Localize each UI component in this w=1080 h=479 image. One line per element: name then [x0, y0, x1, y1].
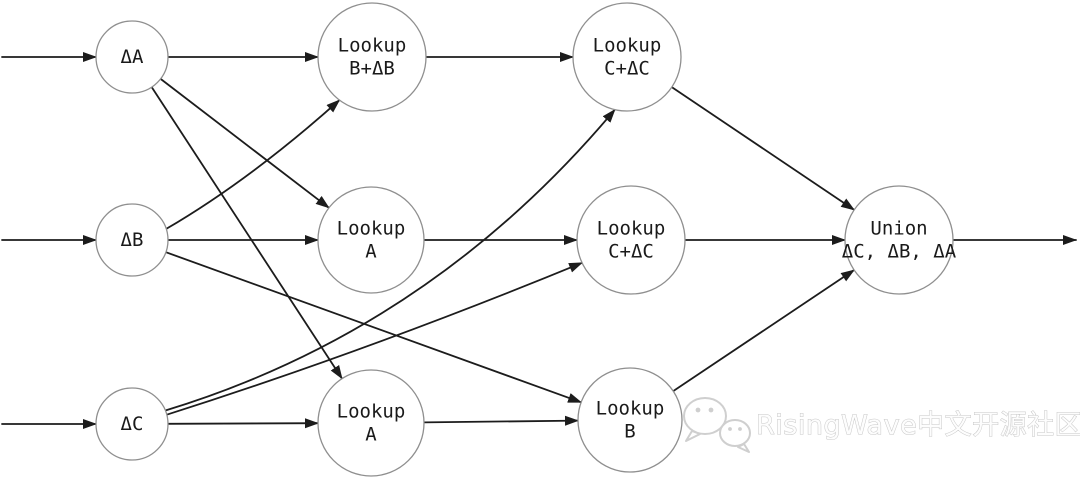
- node-circle-union: [844, 185, 954, 295]
- node-circle-dA: [95, 20, 169, 94]
- edge-lookupB3-to-union: [672, 269, 855, 392]
- node-circle-lookupA2: [317, 186, 425, 294]
- node-label-dA: ΔA: [121, 46, 144, 68]
- edge-dB-to-lookupB3: [165, 251, 583, 404]
- node-circle-dC: [95, 387, 169, 461]
- edge-dA-to-lookupA2: [159, 78, 330, 209]
- node-circle-lookupBdB: [317, 2, 427, 112]
- edge-dC-to-lookupCdC1: [164, 108, 616, 412]
- node-circle-lookupB3: [577, 367, 683, 473]
- edges-layer: [1, 52, 1077, 429]
- edge-dC-to-lookupCdC2: [165, 261, 584, 416]
- edge-dA-to-lookupA3: [150, 86, 343, 380]
- node-circle-dB: [95, 203, 169, 277]
- diagram-node-dA: ΔA: [95, 20, 169, 94]
- watermark-text: RisingWave中文开源社区: [756, 410, 1080, 441]
- node-label-dC: ΔC: [121, 413, 144, 435]
- edge-lookupCdC1-to-union: [670, 86, 856, 211]
- node-label-dB: ΔB: [121, 229, 144, 251]
- edge-dB-to-lookupBdB: [165, 99, 341, 230]
- node-circle-lookupCdC2: [576, 185, 686, 295]
- diagram-node-dC: ΔC: [95, 387, 169, 461]
- node-circle-lookupA3: [317, 369, 425, 477]
- watermark: RisingWave中文开源社区: [683, 397, 1080, 453]
- wechat-icon: [683, 397, 751, 453]
- edge-lookupA3-to-lookupB3: [423, 415, 579, 426]
- edge-dC-to-lookupA3: [167, 418, 319, 429]
- diagram-node-dB: ΔB: [95, 203, 169, 277]
- node-circle-lookupCdC1: [572, 2, 682, 112]
